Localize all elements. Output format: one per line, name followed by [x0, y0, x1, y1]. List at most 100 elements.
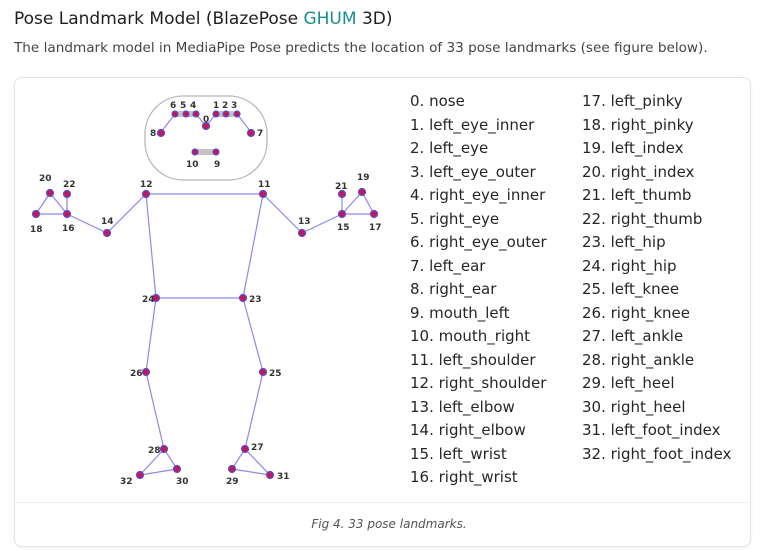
landmark-list-item: 12. right_shoulder: [410, 374, 547, 392]
landmark-0: [201, 121, 211, 131]
landmark-10: [191, 148, 199, 156]
landmark-8: [156, 128, 166, 138]
label-19: 19: [357, 173, 370, 183]
landmark-list-item: 32. right_foot_index: [582, 444, 732, 463]
label-26: 26: [130, 369, 143, 379]
page-title: Pose Landmark Model (BlazePose GHUM 3D): [14, 9, 393, 29]
figure-card: [14, 77, 751, 547]
label-30: 30: [176, 477, 189, 487]
landmark-list-item: 4. right_eye_inner: [410, 186, 546, 204]
landmark-22: [62, 189, 72, 199]
label-14: 14: [101, 217, 114, 227]
landmark-list-item: 19. left_index: [582, 139, 684, 157]
title-prefix: Pose Landmark Model (BlazePose: [14, 9, 304, 29]
face-outline: [144, 95, 268, 181]
label-16: 16: [62, 224, 75, 234]
label-12: 12: [140, 180, 153, 190]
landmark-list-item: 14. right_elbow: [410, 421, 526, 439]
landmark-16: [62, 209, 72, 219]
label-29: 29: [226, 477, 239, 487]
mouth-bar: [195, 149, 215, 155]
label-22: 22: [63, 180, 76, 190]
landmark-list-item: 2. left_eye: [410, 139, 489, 157]
label-20: 20: [39, 174, 52, 184]
left-ear-bone: [236, 113, 252, 133]
landmark-2: [222, 110, 230, 118]
label-15: 15: [337, 223, 350, 233]
label-27: 27: [251, 443, 264, 453]
label-5: 5: [180, 101, 186, 111]
landmark-points: [31, 110, 379, 480]
label-18: 18: [30, 225, 43, 235]
label-21: 21: [335, 182, 348, 192]
landmark-13: [297, 228, 307, 238]
label-24: 24: [142, 295, 155, 305]
label-1: 1: [213, 101, 219, 111]
label-17: 17: [369, 223, 382, 233]
landmark-24: [151, 293, 161, 303]
landmark-list-item: 28. right_ankle: [582, 350, 695, 369]
landmark-19: [357, 187, 367, 197]
landmark-1: [212, 110, 220, 118]
landmark-18: [31, 209, 41, 219]
label-23: 23: [249, 295, 262, 305]
skeleton-bones: [35, 191, 375, 476]
landmark-list-item: 16. right_wrist: [410, 468, 518, 486]
landmark-list-item: 0. nose: [410, 92, 465, 110]
landmark-list-item: 26. right_knee: [582, 303, 691, 322]
landmark-7: [246, 128, 256, 138]
landmark-23: [238, 293, 248, 303]
label-28: 28: [148, 446, 161, 456]
landmark-11: [258, 189, 268, 199]
intro-text: The landmark model in MediaPipe Pose pre…: [14, 40, 708, 56]
label-2: 2: [222, 101, 228, 111]
label-4: 4: [190, 101, 196, 111]
landmark-6: [171, 110, 179, 118]
label-7: 7: [257, 129, 263, 139]
landmark-25: [258, 367, 268, 377]
landmark-9: [212, 148, 220, 156]
landmark-list-item: 22. right_thumb: [582, 209, 703, 228]
landmark-list-item: 9. mouth_left: [410, 303, 510, 322]
label-11: 11: [258, 180, 271, 190]
figure-caption: Fig 4. 33 pose landmarks.: [311, 517, 467, 531]
landmark-list-item: 25. left_knee: [582, 280, 680, 298]
landmark-4: [192, 110, 200, 118]
landmark-list-item: 8. right_ear: [410, 280, 497, 298]
landmark-list-item: 24. right_hip: [582, 256, 677, 275]
landmark-26: [141, 367, 151, 377]
landmark-17: [369, 209, 379, 219]
landmark-15: [337, 209, 347, 219]
landmark-list-item: 23. left_hip: [582, 233, 666, 251]
label-13: 13: [298, 217, 311, 227]
landmark-29: [227, 464, 237, 474]
landmark-21: [337, 189, 347, 199]
landmark-30: [172, 464, 182, 474]
landmark-list-item: 31. left_foot_index: [582, 421, 721, 439]
landmark-list-item: 27. left_ankle: [582, 327, 684, 345]
landmark-list-item: 7. left_ear: [410, 256, 486, 275]
landmark-32: [135, 470, 145, 480]
landmark-20: [45, 188, 55, 198]
landmark-list-item: 30. right_heel: [582, 397, 686, 416]
landmark-5: [182, 110, 190, 118]
label-25: 25: [269, 369, 282, 379]
landmark-12: [141, 189, 151, 199]
landmark-list-item: 29. left_heel: [582, 374, 675, 392]
landmark-list-item: 17. left_pinky: [582, 92, 683, 110]
landmark-list-item: 15. left_wrist: [410, 444, 507, 463]
label-3: 3: [231, 101, 237, 111]
landmark-list-item: 21. left_thumb: [582, 186, 692, 204]
landmark-3: [233, 110, 241, 118]
landmark-list-item: 20. right_index: [582, 162, 695, 181]
label-0: 0: [203, 115, 209, 125]
label-32: 32: [120, 477, 133, 487]
landmark-list-item: 6. right_eye_outer: [410, 233, 547, 251]
label-10: 10: [186, 160, 199, 170]
ghum-link[interactable]: GHUM: [303, 9, 357, 29]
caption-divider: [14, 502, 749, 503]
landmark-14: [102, 228, 112, 238]
